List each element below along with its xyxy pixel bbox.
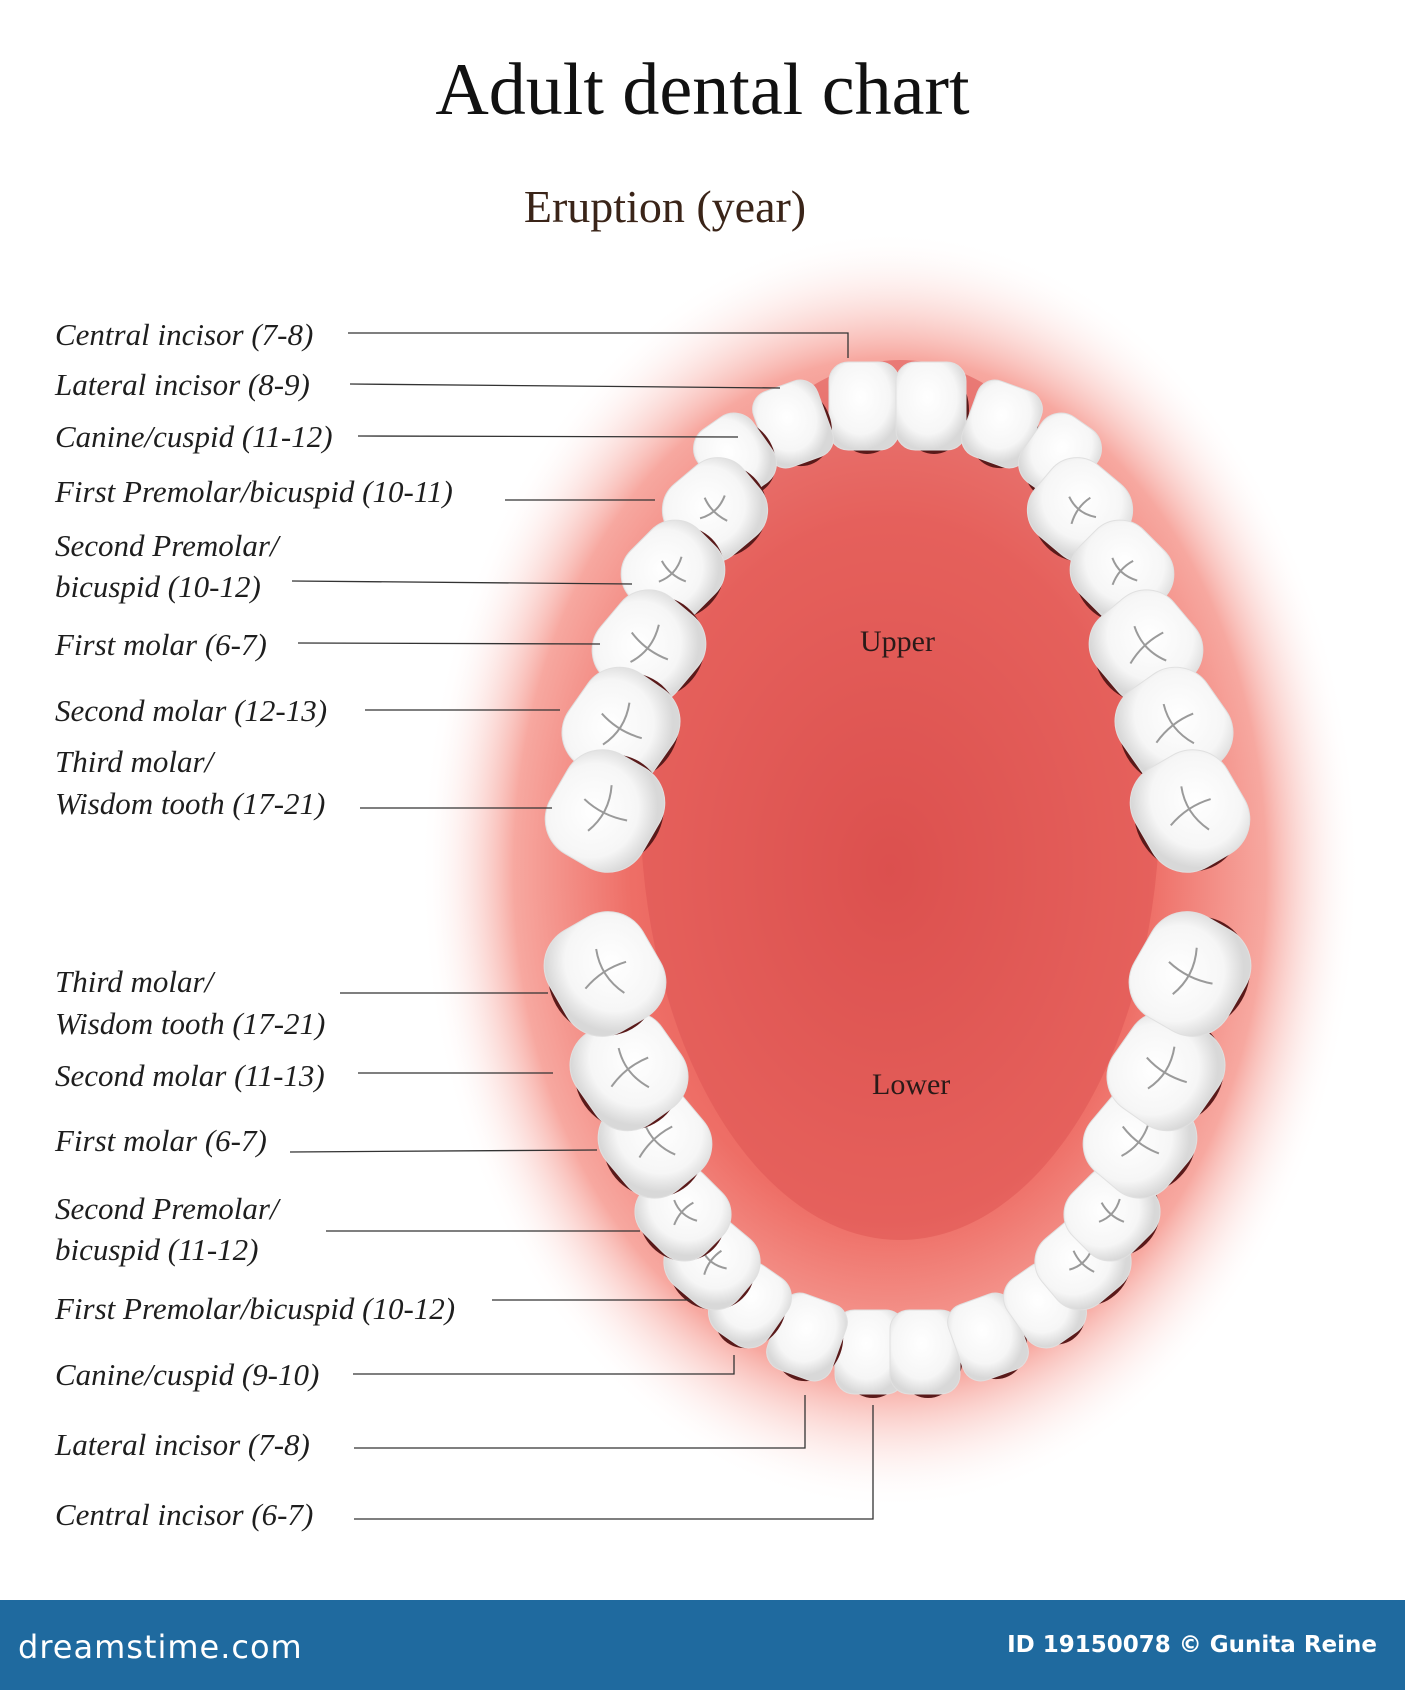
lower-canine-leader [353, 1355, 735, 1375]
dental-arch-diagram [289, 230, 1360, 1520]
lower-right-tooth-7 [1106, 1010, 1226, 1132]
upper-third-molar-label-line2: Wisdom tooth (17-21) [55, 786, 326, 821]
upper-left-tooth-8 [544, 749, 666, 873]
upper-third-molar-label-line1: Third molar/ [55, 744, 214, 779]
lower-canine-label: Canine/cuspid (9-10) [55, 1357, 320, 1392]
lower-first-premolar-label: First Premolar/bicuspid (10-12) [55, 1291, 456, 1326]
upper-jaw-label: Upper [860, 625, 935, 658]
lower-right-tooth-1 [889, 1309, 963, 1398]
footer-bar: dreamstime.com ID 19150078 © Gunita Rein… [0, 1600, 1405, 1690]
upper-lateral-incisor-label: Lateral incisor (8-9) [55, 367, 310, 402]
lower-second-premolar-label-line2: bicuspid (11-12) [55, 1232, 259, 1267]
upper-central-incisor-leader [348, 332, 849, 358]
footer-site-link[interactable]: dreamstime.com [18, 1628, 303, 1666]
lower-left-tooth-7 [569, 1010, 689, 1132]
lower-lateral-incisor-label: Lateral incisor (7-8) [55, 1427, 310, 1462]
lower-central-incisor-label: Central incisor (6-7) [55, 1497, 314, 1532]
lower-lateral-incisor-leader [354, 1395, 806, 1449]
lower-right-tooth-2 [947, 1292, 1029, 1382]
lower-left-tooth-2 [766, 1292, 848, 1382]
upper-second-premolar-label-line1: Second Premolar/ [55, 528, 279, 563]
upper-first-molar-leader [297, 642, 601, 645]
upper-right-tooth-8 [1129, 749, 1251, 873]
lower-central-incisor-leader [354, 1405, 874, 1520]
lower-jaw-label: Lower [872, 1068, 951, 1101]
upper-central-incisor-label: Central incisor (7-8) [55, 317, 314, 352]
chart-title: Adult dental chart [435, 49, 970, 131]
lower-third-molar-label-line2: Wisdom tooth (17-21) [55, 1006, 326, 1041]
upper-right-tooth-2 [961, 379, 1043, 469]
footer-credit: ID 19150078 © Gunita Reine [1007, 1632, 1377, 1658]
upper-lateral-incisor-leader [349, 383, 781, 389]
lower-second-molar-label: Second molar (11-13) [55, 1058, 325, 1093]
upper-left-tooth-1 [828, 361, 902, 454]
lower-left-tooth-8 [543, 911, 667, 1037]
upper-right-tooth-1 [895, 361, 969, 454]
upper-canine-leader [357, 435, 739, 438]
upper-left-tooth-2 [752, 379, 834, 469]
leader-lines [289, 332, 874, 1520]
upper-canine-label: Canine/cuspid (11-12) [55, 419, 333, 454]
lower-third-molar-label-line1: Third molar/ [55, 964, 214, 999]
upper-second-premolar-label-line2: bicuspid (10-12) [55, 569, 261, 604]
lower-first-molar-leader [289, 1149, 598, 1153]
upper-second-premolar-leader [291, 580, 633, 585]
teeth-group [543, 361, 1252, 1398]
palate-area [640, 360, 1160, 1240]
lower-right-tooth-8 [1128, 911, 1252, 1037]
lower-first-molar-label: First molar (6-7) [55, 1123, 267, 1158]
chart-subtitle: Eruption (year) [523, 181, 807, 232]
upper-first-molar-label: First molar (6-7) [55, 627, 267, 662]
lower-second-premolar-label-line1: Second Premolar/ [55, 1191, 279, 1226]
upper-first-premolar-label: First Premolar/bicuspid (10-11) [55, 474, 453, 509]
upper-second-molar-label: Second molar (12-13) [55, 693, 328, 728]
